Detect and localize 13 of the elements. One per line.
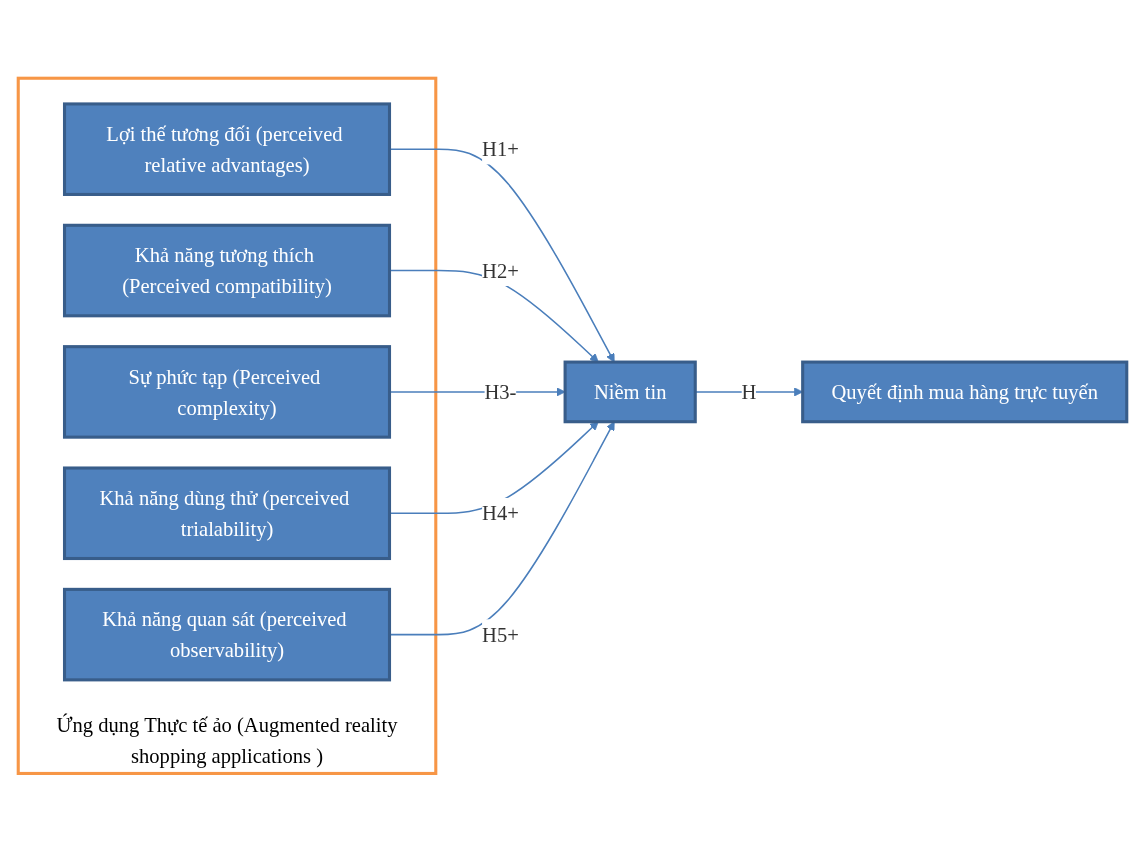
node-box: Lợi thế tương đối (perceived relative advantages) bbox=[62, 102, 392, 196]
edge-label: H5+ bbox=[482, 622, 519, 646]
edge-label: H4+ bbox=[482, 501, 519, 525]
node-box: Quyết định mua hàng trực tuyến bbox=[801, 360, 1129, 423]
edge-label: H2+ bbox=[482, 258, 519, 282]
node-box: Khả năng dùng thử (perceived trialability) bbox=[62, 466, 392, 560]
node-box: Khả năng quan sát (perceived observability) bbox=[62, 587, 392, 682]
node-box: Sự phức tạp (Perceived complexity) bbox=[62, 344, 392, 439]
edge-label: H1+ bbox=[482, 137, 519, 161]
edge-label: H bbox=[741, 380, 757, 403]
node-box: Khả năng tương thích (Perceived compatibility) bbox=[62, 223, 392, 317]
edge-label: H3- bbox=[484, 380, 517, 403]
node-box: Niềm tin bbox=[563, 360, 697, 423]
